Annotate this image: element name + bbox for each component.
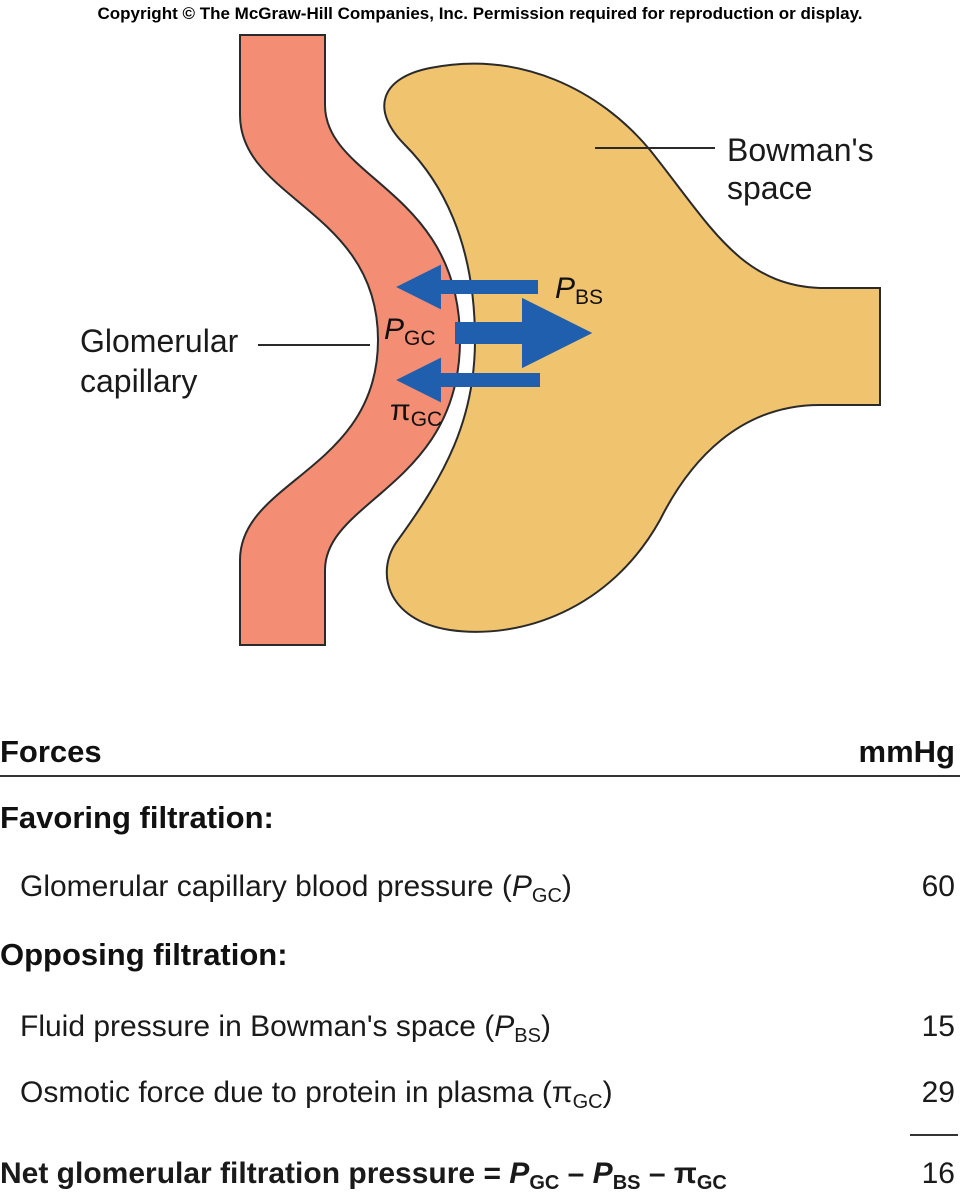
opposing-heading: Opposing filtration: bbox=[0, 937, 288, 972]
row-osmotic-force: Osmotic force due to protein in plasma (… bbox=[20, 1076, 613, 1113]
row-glomerular-pressure: Glomerular capillary blood pressure (PGC… bbox=[20, 870, 572, 907]
symbol-pi-gc: πGC bbox=[390, 394, 442, 431]
value-bowman-pressure: 15 bbox=[922, 1010, 955, 1043]
table-header-forces: Forces bbox=[0, 734, 102, 769]
symbol-p-bs: PBS bbox=[555, 272, 603, 309]
copyright-notice: Copyright © The McGraw-Hill Companies, I… bbox=[97, 4, 862, 23]
glomerular-capillary-shape bbox=[239, 34, 462, 646]
bowmans-space-shape bbox=[383, 62, 881, 633]
glomerular-label-line2: capillary bbox=[80, 363, 197, 399]
row-net-pressure: Net glomerular filtration pressure = PGC… bbox=[0, 1157, 727, 1194]
glomerular-label-line1: Glomerular bbox=[80, 323, 239, 359]
table-header-mmhg: mmHg bbox=[859, 734, 955, 769]
bowman-label-line2: space bbox=[727, 170, 812, 206]
favoring-heading: Favoring filtration: bbox=[0, 800, 274, 835]
value-osmotic-force: 29 bbox=[922, 1076, 955, 1109]
value-glomerular-pressure: 60 bbox=[922, 870, 955, 903]
symbol-p-gc: PGC bbox=[384, 313, 436, 350]
bowman-label-line1: Bowman's bbox=[727, 132, 874, 168]
value-net-pressure: 16 bbox=[922, 1157, 955, 1190]
row-bowman-pressure: Fluid pressure in Bowman's space (PBS) bbox=[20, 1010, 551, 1047]
forces-table: Forces mmHg Favoring filtration: Glomeru… bbox=[0, 734, 960, 1194]
